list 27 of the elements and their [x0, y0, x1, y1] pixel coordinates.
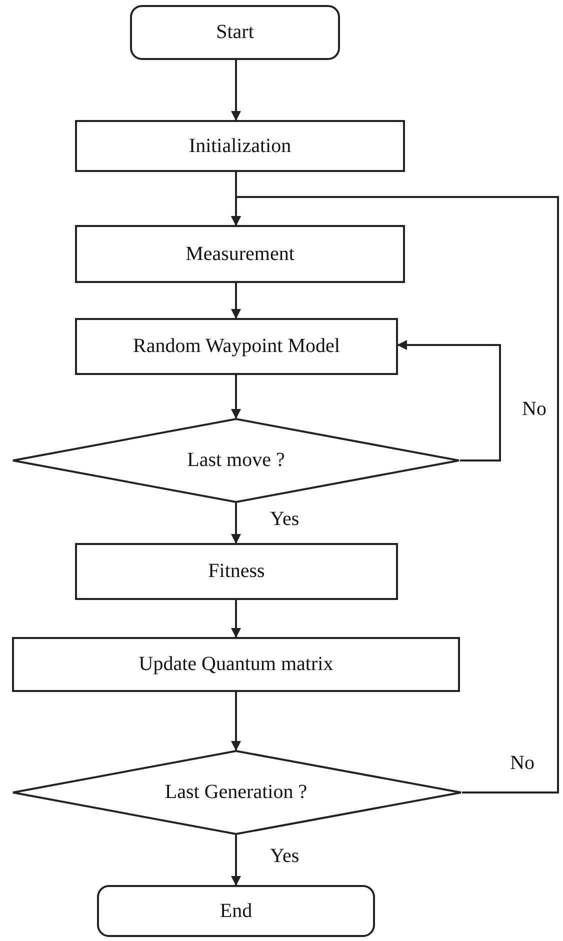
arrow: [231, 283, 241, 319]
arrow: [231, 375, 241, 419]
process-box: [75, 318, 398, 375]
process-box: [75, 225, 405, 283]
node-label: Last Generation ?: [164, 781, 308, 804]
node-label: Measurement: [186, 242, 294, 266]
decision-diamond: [12, 750, 462, 835]
arrow: [231, 196, 559, 794]
node-label: Initialization: [188, 134, 292, 158]
process-box: [75, 120, 405, 172]
arrow: [231, 835, 241, 886]
terminal-box: [97, 885, 375, 937]
node-label: End: [220, 900, 252, 922]
arrow: [231, 60, 241, 121]
process-box: [12, 637, 460, 692]
node-label: Fitness: [208, 560, 265, 583]
arrow: [231, 692, 241, 751]
arrow: [397, 340, 501, 462]
node-label: Update Quantum matrix: [138, 653, 334, 676]
arrow: [231, 503, 241, 544]
node-label: Last move ?: [187, 449, 285, 472]
node-label: Start: [216, 21, 254, 44]
node-label: Random Waypoint Model: [133, 335, 340, 358]
arrow: [231, 600, 241, 638]
decision-diamond: [12, 418, 460, 503]
process-box: [75, 543, 398, 600]
terminal-box: [130, 5, 340, 60]
